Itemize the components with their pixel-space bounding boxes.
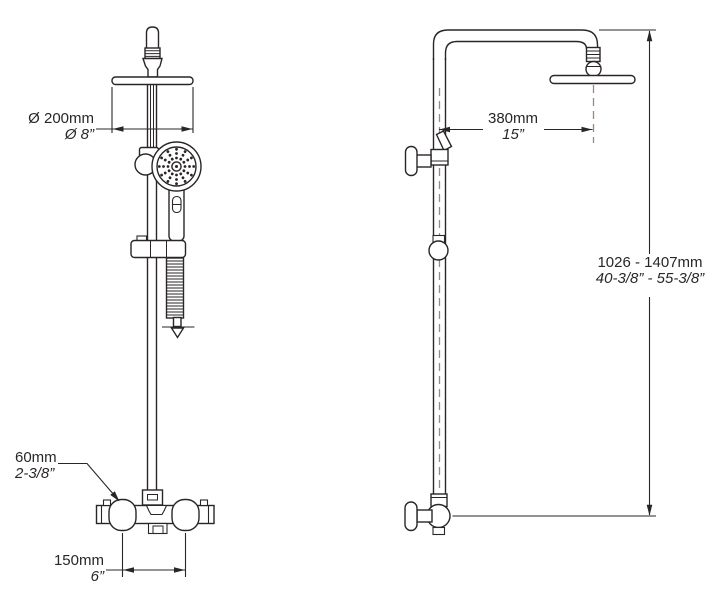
- head-diameter-inch: Ø 8”: [64, 126, 94, 143]
- hand-shower-button: [171, 195, 182, 214]
- riser-rail-front: [146, 84, 158, 490]
- head-diameter-mm: Ø 200mm: [28, 110, 94, 127]
- arm-reach-inch: 15”: [502, 126, 524, 143]
- arm-reach-mm: 380mm: [487, 110, 539, 127]
- rain-head-side: [549, 46, 636, 85]
- front-view: [95, 26, 215, 535]
- slider-bracket: [130, 235, 187, 259]
- valve-height-mm: 60mm: [15, 449, 57, 466]
- outlet-spacing-inch: 6”: [90, 568, 104, 585]
- label-head-diameter: Ø 200mm Ø 8”: [14, 111, 94, 143]
- dim-height-range: [452, 29, 656, 517]
- slider-knob-side: [428, 234, 449, 261]
- centerlines: [438, 85, 595, 493]
- label-valve-height: 60mm 2-3/8”: [15, 450, 57, 482]
- outlet-spacing-mm: 150mm: [53, 552, 104, 569]
- hand-shower-holder-side: [404, 130, 453, 177]
- valve-height-inch: 2-3/8”: [15, 465, 55, 482]
- dimension-lines: [58, 29, 656, 577]
- dim-arm-reach: [439, 126, 593, 133]
- dim-head-diameter: [96, 87, 194, 133]
- riser-and-arm-side: [432, 29, 599, 495]
- thermostatic-valve-front: [95, 489, 215, 535]
- hose-outlet: [152, 525, 164, 534]
- shower-hose: [162, 257, 195, 339]
- label-outlet-spacing: 150mm 6”: [40, 553, 104, 585]
- dim-outlet-spacing: [106, 533, 187, 577]
- side-view: [404, 29, 636, 536]
- hand-shower: [151, 141, 202, 242]
- rain-head-front: [111, 26, 194, 86]
- label-height-range: 1026 - 1407mm 40-3/8” - 55-3/8”: [572, 255, 721, 287]
- label-arm-reach: 380mm 15”: [455, 111, 571, 143]
- flow-knob: [171, 498, 200, 532]
- height-range-mm: 1026 - 1407mm: [597, 254, 703, 271]
- leader-valve-height: [58, 462, 120, 502]
- temperature-knob: [108, 498, 137, 532]
- thermostatic-valve-side: [404, 493, 451, 536]
- height-range-inch: 40-3/8” - 55-3/8”: [595, 270, 705, 287]
